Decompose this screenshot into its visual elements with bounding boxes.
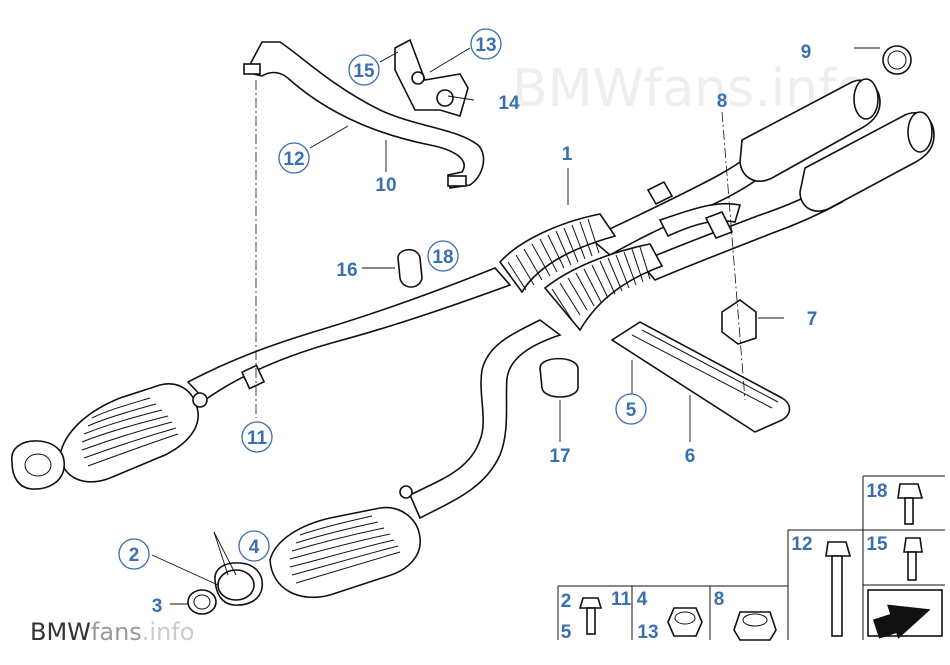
callout-16: 16 — [336, 260, 357, 281]
left-flange — [11, 440, 65, 490]
callout-circle-15 — [348, 54, 380, 86]
callout-18: 18 — [432, 247, 453, 268]
tailpipe-right — [907, 111, 933, 153]
heat-shield-rib-2 — [641, 329, 779, 403]
callout-4: 4 — [249, 537, 260, 558]
table-label-15: 15 — [866, 534, 888, 555]
table-label-13: 13 — [637, 622, 658, 643]
pipe-clamp-11 — [240, 364, 266, 390]
rubber-hanger-7 — [721, 299, 757, 345]
table-label-12: 12 — [791, 534, 812, 555]
callout-10: 10 — [375, 175, 396, 196]
callout-17: 17 — [549, 446, 570, 467]
nut-icon — [667, 607, 703, 637]
callout-5: 5 — [626, 400, 637, 421]
callout-circle-2 — [118, 538, 150, 570]
bolt-long-icon — [825, 541, 852, 637]
lower-cat-ribs — [289, 515, 401, 584]
left-cat-ribs — [81, 397, 179, 467]
callout-13: 13 — [475, 35, 496, 56]
left-front-pipe — [186, 267, 512, 402]
callout-15: 15 — [353, 61, 375, 82]
callout-6: 6 — [685, 446, 696, 467]
clamp-17 — [539, 357, 579, 398]
callout-7: 7 — [807, 309, 818, 330]
rubber-mount — [394, 38, 469, 117]
callout-3: 3 — [152, 596, 163, 617]
flange-bolt-icon — [903, 537, 923, 581]
callout-circle-13 — [470, 28, 502, 60]
mount-bushing-1 — [436, 89, 454, 107]
callout-2: 2 — [129, 545, 140, 566]
left-catalytic-converter — [59, 383, 199, 483]
gasket-ring-3 — [187, 589, 217, 615]
table-label-4: 4 — [637, 589, 648, 610]
flange-nut-icon — [733, 611, 777, 641]
pipe-hanger-upper — [646, 180, 674, 206]
bracket-mount-left — [243, 63, 261, 75]
bolt-medium-icon — [897, 483, 924, 525]
callout-circle-12 — [278, 142, 310, 174]
callout-circle-5 — [615, 393, 647, 425]
bolt-small-icon — [578, 597, 603, 635]
table-label-2: 2 — [561, 591, 572, 612]
watermark-bottom: BMWfans.info — [30, 618, 194, 646]
center-flex-pipe-lower — [543, 243, 664, 332]
pipe-hanger-right — [704, 210, 734, 240]
support-bracket — [244, 41, 485, 189]
o2-sensor-lower — [399, 485, 413, 499]
heat-shield-rib-1 — [631, 334, 773, 409]
table-label-5: 5 — [561, 622, 572, 643]
right-front-pipe — [408, 319, 562, 520]
crossover-pipe — [658, 202, 742, 238]
callout-circle-11 — [241, 421, 273, 453]
callout-12: 12 — [283, 149, 304, 170]
callout-circle-4 — [238, 530, 270, 562]
flex-ribs-upper — [507, 218, 600, 291]
center-flex-pipe-upper — [498, 213, 617, 294]
callout-circle-18 — [427, 240, 459, 272]
table-label-8: 8 — [714, 589, 725, 610]
callout-8: 8 — [717, 91, 728, 112]
leader-lines — [151, 47, 880, 605]
table-label-11: 11 — [611, 589, 632, 610]
callout-1: 1 — [562, 144, 573, 165]
mount-bushing-2 — [411, 71, 425, 85]
callout-14: 14 — [498, 93, 520, 114]
clamp-16 — [397, 248, 423, 288]
callout-9: 9 — [801, 42, 812, 63]
o2-sensor-left — [192, 392, 208, 408]
table-label-18: 18 — [866, 481, 887, 502]
hardware-table: 2 11 5 4 13 8 12 18 — [557, 475, 945, 643]
callout-11: 11 — [247, 428, 268, 449]
clamp-9 — [882, 45, 912, 75]
tailpipe-left — [853, 78, 879, 120]
dashdot-line-hanger — [721, 111, 746, 401]
direction-arrow-icon — [867, 589, 943, 639]
bracket-mount-right — [447, 175, 467, 187]
flex-ribs-lower — [551, 246, 651, 321]
left-flange-hole — [24, 453, 52, 477]
heat-shield — [610, 321, 791, 433]
